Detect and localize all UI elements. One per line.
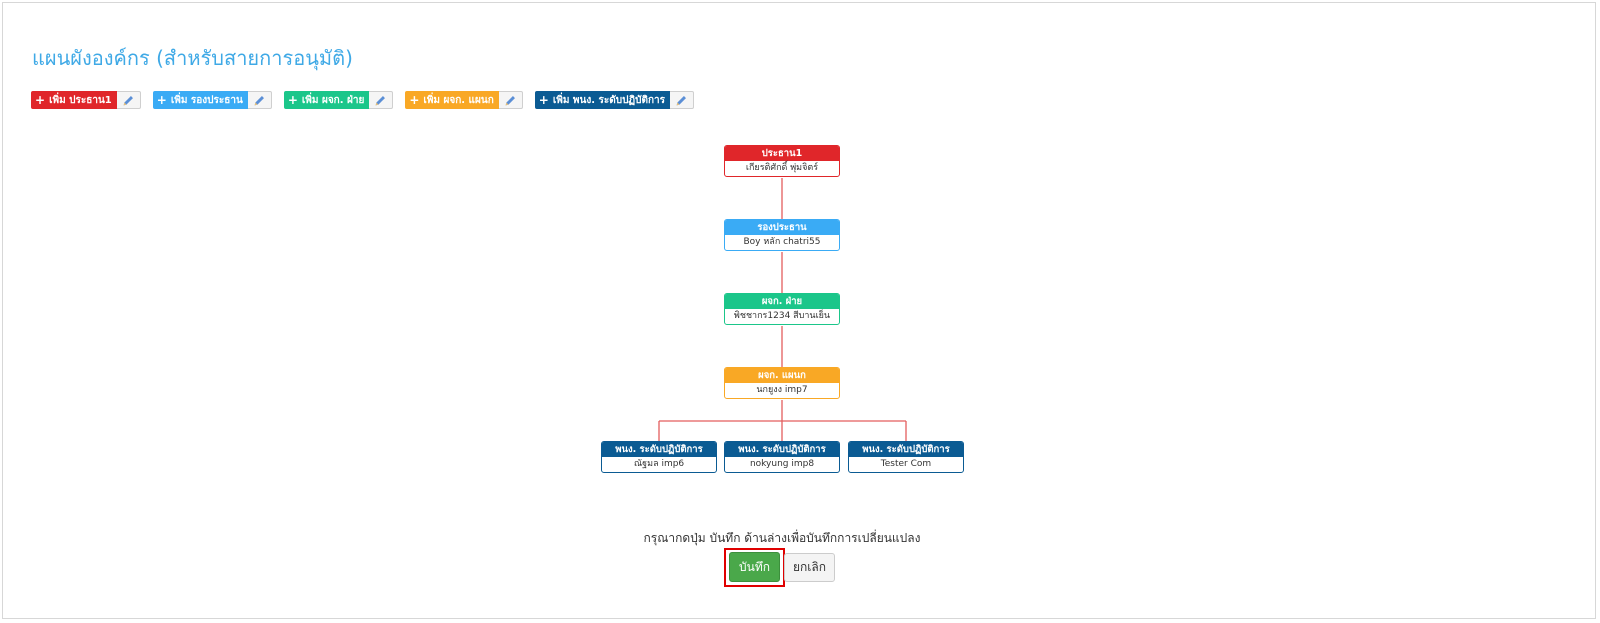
node-person-name: นกยูงง imp7 [756, 385, 808, 395]
cancel-button[interactable]: ยกเลิก [784, 553, 835, 582]
add-division-manager-group: + เพิ่ม ผจก. ฝ่าย [283, 91, 394, 109]
node-title: ผจก. แผนก [725, 368, 839, 383]
org-node-division-manager[interactable]: ผจก. ฝ่าย พิชชากร1234 สีบานเย็น [724, 293, 840, 325]
add-position-toolbar: + เพิ่ม ประธาน1 + เพิ่ม รองประธาน + เพิ่… [31, 91, 706, 109]
add-vice-chairman-label: เพิ่ม รองประธาน [170, 94, 243, 106]
add-chairman-group: + เพิ่ม ประธาน1 [31, 91, 141, 109]
save-instruction-text: กรุณากดปุ่ม บันทึก ด้านล่างเพื่อบันทึกกา… [643, 531, 921, 545]
org-node-staff[interactable]: พนง. ระดับปฏิบัติการ nokyung imp8 [724, 441, 840, 473]
node-person-name: ณัฐมล imp6 [633, 459, 685, 469]
plus-icon: + [156, 93, 167, 107]
pencil-icon [375, 95, 386, 105]
plus-icon: + [287, 93, 298, 107]
org-node-staff[interactable]: พนง. ระดับปฏิบัติการ Tester Com [848, 441, 964, 473]
node-title: พนง. ระดับปฏิบัติการ [602, 442, 716, 457]
node-person-name: nokyung imp8 [749, 459, 815, 469]
add-vice-chairman-group: + เพิ่ม รองประธาน [152, 91, 272, 109]
add-division-manager-label: เพิ่ม ผจก. ฝ่าย [301, 94, 365, 106]
add-chairman-label: เพิ่ม ประธาน1 [49, 94, 112, 106]
node-title: ประธาน1 [725, 146, 839, 161]
plus-icon: + [538, 93, 549, 107]
pencil-icon [676, 95, 686, 105]
org-node-department-manager[interactable]: ผจก. แผนก นกยูงง imp7 [724, 367, 840, 399]
plus-icon: + [409, 93, 420, 107]
node-title: ผจก. ฝ่าย [725, 294, 839, 309]
org-node-vice-chairman[interactable]: รองประธาน Boy หลัก chatri55 [724, 219, 840, 251]
node-person-name: Boy หลัก chatri55 [743, 237, 821, 247]
node-person-name: Tester Com [880, 459, 932, 469]
edit-chairman-button[interactable] [116, 91, 141, 109]
add-operational-staff-label: เพิ่ม พนง. ระดับปฏิบัติการ [552, 94, 666, 106]
edit-department-manager-button[interactable] [498, 91, 523, 109]
add-operational-staff-button[interactable]: + เพิ่ม พนง. ระดับปฏิบัติการ [534, 91, 671, 109]
add-chairman-button[interactable]: + เพิ่ม ประธาน1 [31, 91, 117, 109]
plus-icon: + [35, 93, 46, 107]
add-department-manager-group: + เพิ่ม ผจก. แผนก [405, 91, 523, 109]
add-vice-chairman-button[interactable]: + เพิ่ม รองประธาน [152, 91, 248, 109]
add-department-manager-button[interactable]: + เพิ่ม ผจก. แผนก [405, 91, 499, 109]
node-title: พนง. ระดับปฏิบัติการ [725, 442, 839, 457]
edit-operational-staff-button[interactable] [670, 91, 695, 109]
org-node-staff[interactable]: พนง. ระดับปฏิบัติการ ณัฐมล imp6 [601, 441, 717, 473]
org-node-chairman[interactable]: ประธาน1 เกียรติศักดิ์ พุ่มจิตร์ [724, 145, 840, 177]
add-operational-staff-group: + เพิ่ม พนง. ระดับปฏิบัติการ [534, 91, 695, 109]
node-person-name: เกียรติศักดิ์ พุ่มจิตร์ [745, 163, 819, 173]
pencil-icon [254, 95, 264, 105]
edit-division-manager-button[interactable] [369, 91, 394, 109]
add-division-manager-button[interactable]: + เพิ่ม ผจก. ฝ่าย [283, 91, 370, 109]
node-person-name: พิชชากร1234 สีบานเย็น [733, 311, 831, 321]
add-department-manager-label: เพิ่ม ผจก. แผนก [423, 94, 494, 106]
page-title: แผนผังองค์กร (สำหรับสายการอนุมัติ) [32, 46, 353, 70]
pencil-icon [505, 95, 515, 105]
node-title: รองประธาน [725, 220, 839, 235]
pencil-icon [123, 95, 133, 105]
edit-vice-chairman-button[interactable] [247, 91, 272, 109]
save-button[interactable]: บันทึก [729, 552, 780, 582]
node-title: พนง. ระดับปฏิบัติการ [849, 442, 963, 457]
